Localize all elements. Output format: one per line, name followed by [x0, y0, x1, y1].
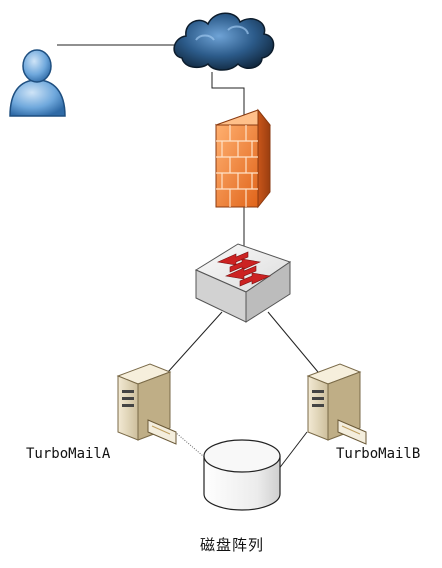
- link-server-b-disk: [277, 431, 308, 471]
- firewall-icon: [215, 108, 271, 209]
- switch-icon: [194, 243, 292, 323]
- server-b-icon: [306, 363, 367, 445]
- link-switch-server-a: [167, 311, 223, 373]
- link-cloud-firewall: [211, 72, 245, 120]
- server-a-icon: [116, 363, 177, 445]
- user-icon: [9, 49, 66, 117]
- server-a-label: TurboMailA: [26, 446, 111, 462]
- connections: [57, 44, 319, 471]
- link-switch-server-b: [267, 311, 319, 373]
- disk-array-icon: [203, 439, 281, 511]
- disk-array-label: 磁盘阵列: [200, 536, 265, 554]
- server-b-label: TurboMailB: [336, 446, 421, 462]
- cloud-icon: [173, 12, 275, 71]
